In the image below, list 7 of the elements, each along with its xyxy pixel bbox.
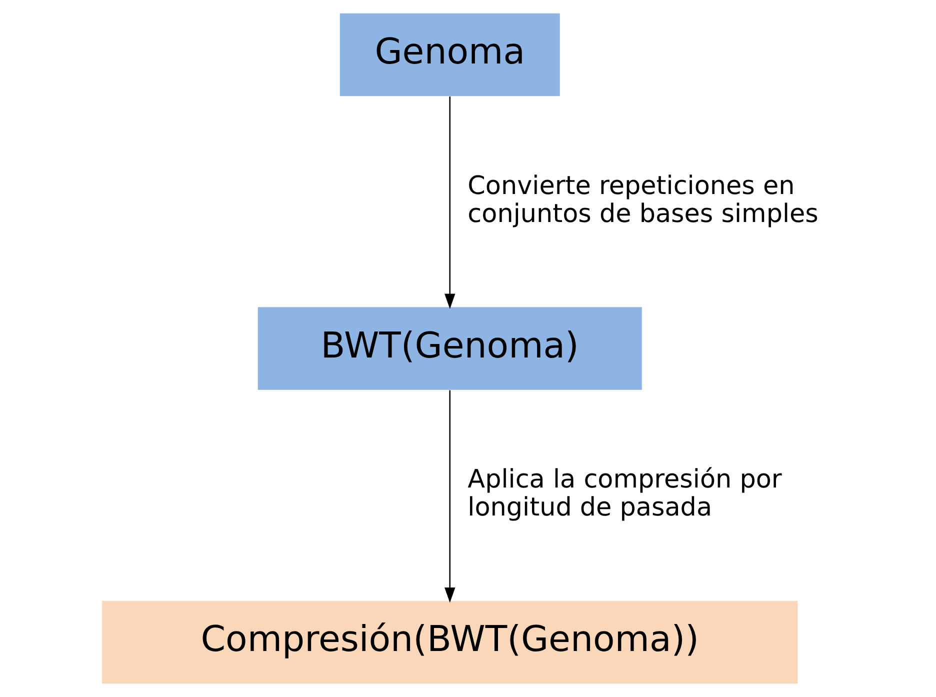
edge-label: Convierte repeticiones en conjuntos de bases simples xyxy=(468,170,818,228)
node-box: Compresión(BWT(Genoma)) xyxy=(102,600,798,684)
arrow xyxy=(444,96,456,309)
node-box: BWT(Genoma) xyxy=(258,307,642,390)
node-box: Genoma xyxy=(340,13,560,96)
arrow xyxy=(444,390,456,603)
edge-label: Aplica la compresión por longitud de pasada xyxy=(468,464,782,522)
